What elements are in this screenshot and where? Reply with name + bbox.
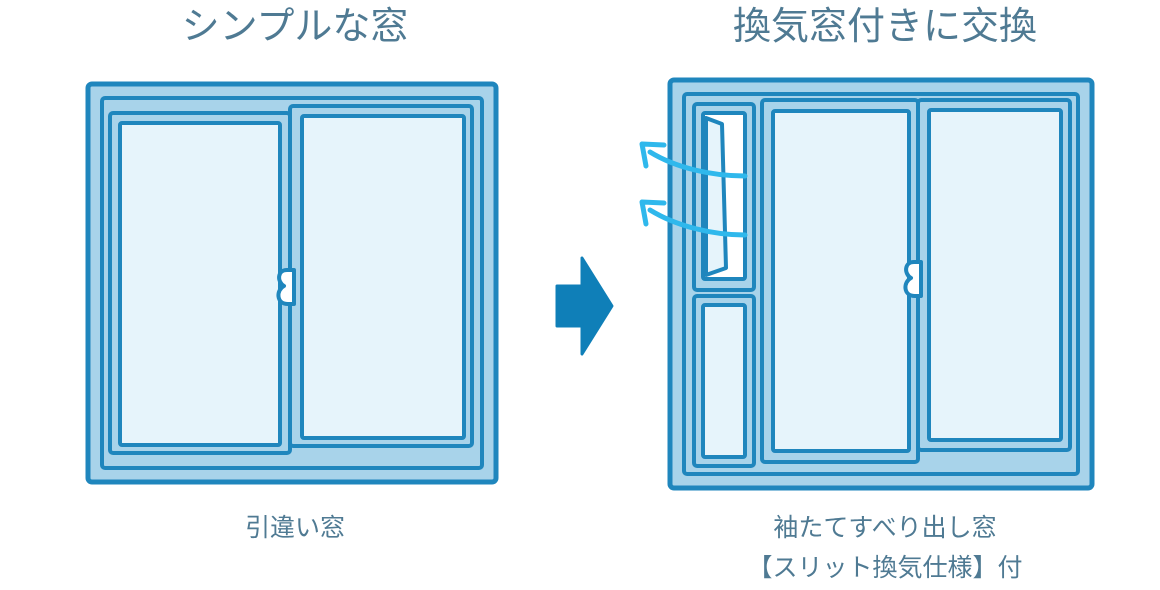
left-panel-title: シンプルな窓	[181, 4, 409, 48]
right-window-right-glass	[927, 108, 1063, 442]
side-window-open-sash	[704, 116, 728, 277]
right-window-left-glass	[771, 109, 911, 453]
left-window-handle	[276, 268, 296, 306]
airflow-arrow-upper-head	[639, 141, 667, 169]
airflow-arrow-lower	[647, 207, 748, 238]
left-panel-caption: 引違い窓	[244, 513, 345, 542]
ventilation-window-illustration	[667, 77, 1095, 491]
right-window-handle	[903, 260, 923, 298]
left-window-inner-frame	[100, 96, 484, 470]
side-window-lower-glass	[701, 303, 747, 459]
airflow-arrow-upper	[647, 149, 748, 179]
left-window-left-glass	[118, 121, 282, 447]
airflow-arrow-lower-head	[639, 199, 667, 227]
right-panel-title: 換気窓付きに交換	[732, 4, 1037, 48]
sliding-window-illustration	[85, 81, 499, 485]
right-panel-caption-line2: 【スリット換気仕様】付	[747, 553, 1023, 582]
right-panel-caption-line1: 袖たてすべり出し窓	[773, 513, 997, 542]
left-window-right-glass	[300, 114, 466, 440]
airflow-arrow-icon	[639, 141, 748, 238]
right-arrow-icon	[555, 256, 614, 356]
right-window-inner-frame	[682, 92, 1080, 476]
